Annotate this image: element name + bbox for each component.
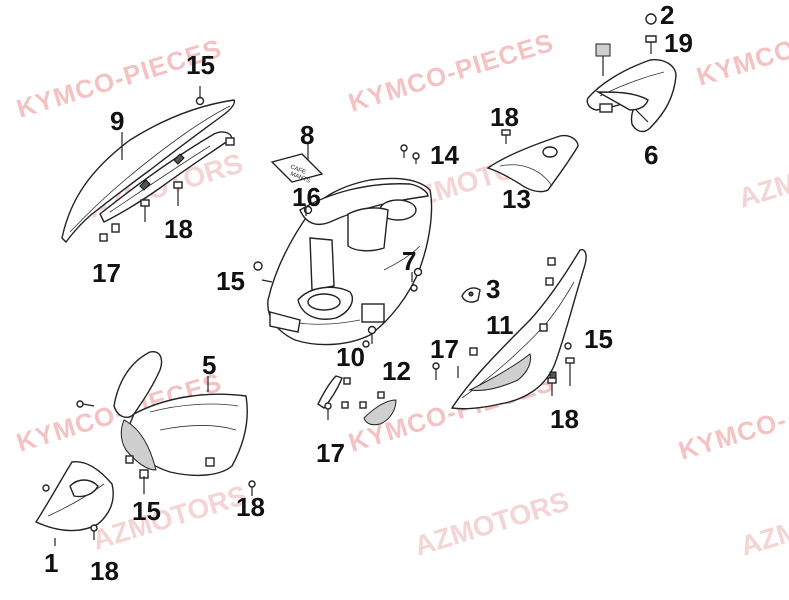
label-17-right: 17	[430, 334, 459, 364]
leader-lines	[54, 109, 649, 546]
fasteners-group-5	[76, 400, 256, 496]
part-6-rear-carrier	[586, 13, 677, 133]
part-5-front-cover	[113, 351, 248, 479]
sticker-text-1: CAFE	[289, 164, 306, 176]
label-18-floor: 18	[90, 556, 119, 586]
label-18-bottom: 18	[236, 492, 265, 522]
label-10: 10	[336, 342, 365, 372]
label-11: 11	[486, 310, 514, 340]
part-13-rear-cover	[486, 129, 579, 193]
label-13: 13	[502, 184, 531, 214]
label-8: 8	[300, 120, 314, 150]
label-16: 16	[292, 182, 321, 212]
part-9-clip	[225, 137, 235, 146]
label-17-left: 17	[92, 258, 121, 288]
label-5: 5	[202, 350, 216, 380]
label-9: 9	[110, 106, 124, 136]
part-7-storage-box	[267, 177, 433, 346]
callout-labels: 1 2 3 5 6 7 8 9 10 11 12 13 14 15 15 15 …	[44, 0, 693, 586]
label-3: 3	[486, 274, 500, 304]
watermark-azmotors-6: AZMO	[737, 508, 789, 562]
watermark-azmotors-5: AZMOTORS	[411, 485, 573, 561]
watermark-kymco-6: KYMCO-	[675, 404, 789, 465]
label-18-left: 18	[164, 214, 193, 244]
fasteners-group-9	[140, 86, 205, 222]
label-15-bottom: 15	[132, 496, 161, 526]
part-1-floor-panel	[34, 461, 114, 540]
fasteners-group-11	[432, 342, 575, 396]
part-11-right-side-cover	[450, 249, 587, 410]
label-1: 1	[44, 548, 58, 578]
label-15-top: 15	[186, 50, 215, 80]
watermark-kymco-3: KYMCO-	[693, 30, 789, 91]
part-8-sticker: CAFE MANTS	[270, 153, 324, 185]
fasteners-group-7	[253, 205, 423, 344]
label-15-right: 15	[584, 324, 613, 354]
label-17-bottom: 17	[316, 438, 345, 468]
label-7: 7	[402, 246, 416, 276]
part-12-bracket	[363, 391, 397, 426]
part-14-bolts	[400, 144, 420, 164]
label-18-top: 18	[490, 102, 519, 132]
label-15-mid: 15	[216, 266, 245, 296]
part-3-bracket	[461, 287, 481, 303]
watermark-azmotors-3: AZM	[735, 166, 789, 213]
label-6: 6	[644, 140, 658, 170]
part-9-side-cover	[61, 99, 236, 244]
part-10-bracket	[317, 340, 370, 420]
label-18-right: 18	[550, 404, 579, 434]
label-14: 14	[430, 140, 459, 170]
watermark-kymco-2: KYMCO-PIECES	[345, 27, 557, 118]
label-19: 19	[664, 28, 693, 58]
label-12: 12	[382, 356, 411, 386]
label-2: 2	[660, 0, 674, 30]
